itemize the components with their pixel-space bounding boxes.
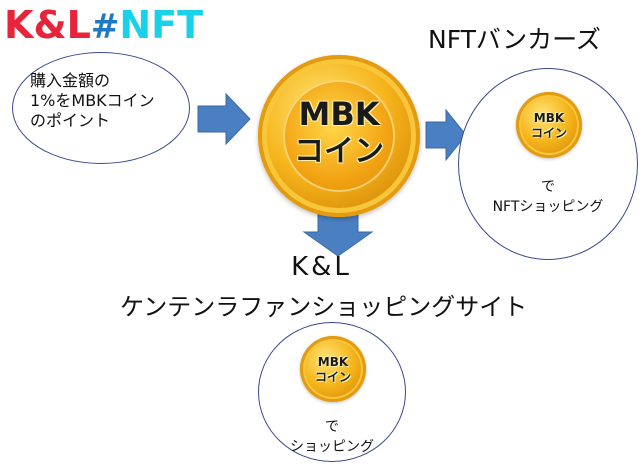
- arrow-right-1: [197, 92, 251, 146]
- shop-site-title: ケンテンラファンショッピングサイト: [120, 293, 528, 321]
- brand-logo: K&L#NFT: [4, 0, 203, 50]
- points-bubble: [12, 52, 190, 164]
- points-line-2: 1%をMBKコイン: [30, 91, 155, 110]
- logo-hash: #: [90, 7, 120, 47]
- mbk-coin-right-label-1: MBK: [533, 111, 565, 125]
- mbk-coin-right-label-2: コイン: [530, 126, 567, 140]
- nft-shopping-caption-1: で: [541, 179, 555, 195]
- points-bubble-text: 購入金額の 1%をMBKコイン のポイント: [30, 71, 190, 131]
- arrow-down: [302, 213, 374, 257]
- logo-kl: K&L: [4, 3, 91, 47]
- nft-bankers-title: NFTバンカーズ: [428, 25, 601, 54]
- mbk-coin-bottom-label-2: コイン: [314, 370, 351, 384]
- logo-nft: NFT: [119, 3, 203, 47]
- nft-shopping-caption-2: NFTショッピング: [492, 199, 604, 215]
- points-line-3: のポイント: [30, 111, 111, 130]
- shopping-caption-2: ショッピング: [290, 439, 374, 455]
- mbk-coin-bottom: [300, 336, 366, 402]
- mbk-coin-main-label-2: コイン: [294, 134, 384, 169]
- points-line-1: 購入金額の: [30, 71, 111, 90]
- mbk-coin-bottom-label-1: MBK: [317, 355, 349, 369]
- kl-title: K&L: [291, 252, 352, 282]
- arrow-right-2: [425, 108, 467, 162]
- mbk-coin-main-face: [283, 80, 395, 192]
- mbk-coin-main-label-1: MBK: [298, 95, 380, 133]
- shopping-caption-1: で: [325, 419, 339, 435]
- mbk-coin-right: [516, 92, 582, 158]
